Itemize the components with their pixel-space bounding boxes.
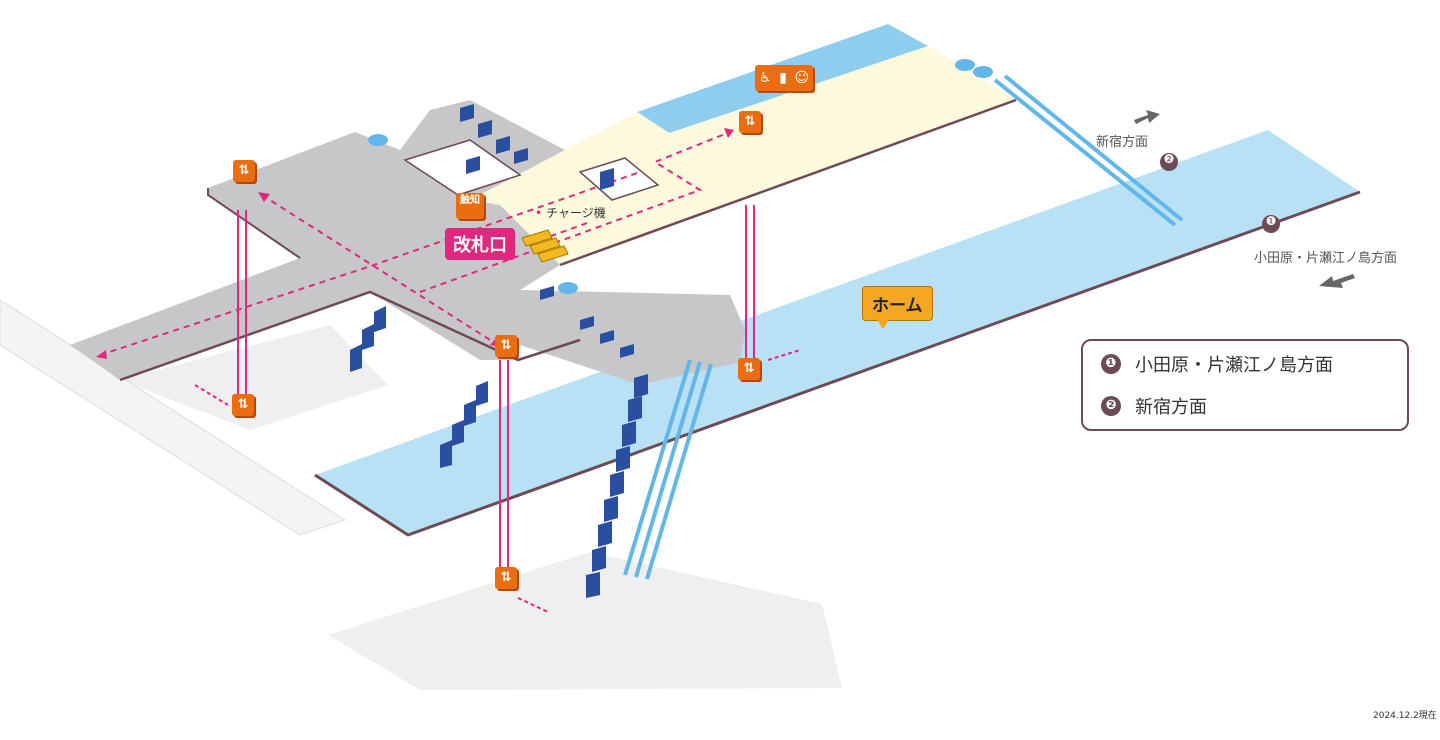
ticket-gates bbox=[521, 229, 569, 263]
ticket-gate-label: 改札口 bbox=[445, 228, 515, 260]
paid-area-edge bbox=[559, 98, 1017, 267]
exit-arrows bbox=[194, 349, 801, 613]
elevator-shafts bbox=[237, 205, 755, 570]
elevator-icon: ⇅ bbox=[233, 160, 255, 182]
marker-2: ❷ bbox=[1163, 152, 1175, 166]
legend-num-2: ❷ bbox=[1101, 396, 1121, 416]
wheelchair-icon: ♿ bbox=[758, 70, 772, 86]
charge-machine-label: チャージ機 bbox=[535, 204, 606, 221]
stairs-concourse-left bbox=[350, 306, 386, 372]
tactile-map-icon: 触知 bbox=[456, 193, 484, 219]
restroom-icon: ▮ bbox=[779, 70, 787, 86]
paid-area-extension bbox=[470, 112, 680, 205]
elevator-icon: ⇅ bbox=[739, 111, 761, 133]
elevator-icon: ⇅ bbox=[738, 358, 760, 380]
stairs-to-platform-left bbox=[440, 381, 488, 468]
escalator-main bbox=[623, 359, 713, 580]
concourse-opening bbox=[403, 139, 522, 196]
street-walkway bbox=[0, 299, 347, 536]
ground-shadow-lower bbox=[328, 552, 842, 690]
paid-area-floor bbox=[470, 46, 1016, 265]
marker-1: ❶ bbox=[1265, 214, 1277, 228]
escalator-heads bbox=[368, 59, 993, 294]
legend-text-2: 新宿方面 bbox=[1135, 397, 1207, 418]
odawara-arrow-icon bbox=[1319, 274, 1355, 288]
odawara-direction-label: 小田原・片瀬江ノ島方面 bbox=[1254, 251, 1398, 266]
legend-num-1: ❶ bbox=[1101, 354, 1121, 374]
marker-1-circle bbox=[1262, 215, 1280, 233]
stairs-to-platform-main bbox=[586, 374, 648, 598]
legend-row-1: ❶ 小田原・片瀬江ノ島方面 bbox=[1101, 351, 1333, 377]
legend-text-1: 小田原・片瀬江ノ島方面 bbox=[1135, 355, 1333, 376]
shinjuku-arrow-icon bbox=[1134, 110, 1160, 124]
accessible-restroom-icon: ♿ ▮ ☺ bbox=[755, 65, 813, 91]
platform-floor bbox=[315, 130, 1360, 535]
family-icon: ☺ bbox=[794, 70, 810, 86]
elevator-icon: ⇅ bbox=[232, 394, 254, 416]
escalator-right bbox=[993, 74, 1184, 227]
ground-shadow-left bbox=[120, 325, 388, 430]
marker-2-circle bbox=[1160, 153, 1178, 171]
shinjuku-direction-label: 新宿方面 bbox=[1096, 135, 1149, 150]
elevator-icon: ⇅ bbox=[495, 335, 517, 357]
concourse-edge-left bbox=[207, 188, 301, 259]
stairs-mid bbox=[540, 286, 634, 358]
platform-edge bbox=[314, 190, 1361, 537]
date-label: 2024.12.2現在 bbox=[1373, 711, 1437, 721]
stair-opening bbox=[578, 157, 660, 201]
direction-legend: ❶ 小田原・片瀬江ノ島方面 ❷ 新宿方面 bbox=[1081, 339, 1409, 431]
platform-label: ホーム bbox=[862, 286, 933, 329]
legend-row-2: ❷ 新宿方面 bbox=[1101, 393, 1207, 419]
elevator-icon: ⇅ bbox=[495, 567, 517, 589]
stairs-top bbox=[460, 104, 614, 190]
